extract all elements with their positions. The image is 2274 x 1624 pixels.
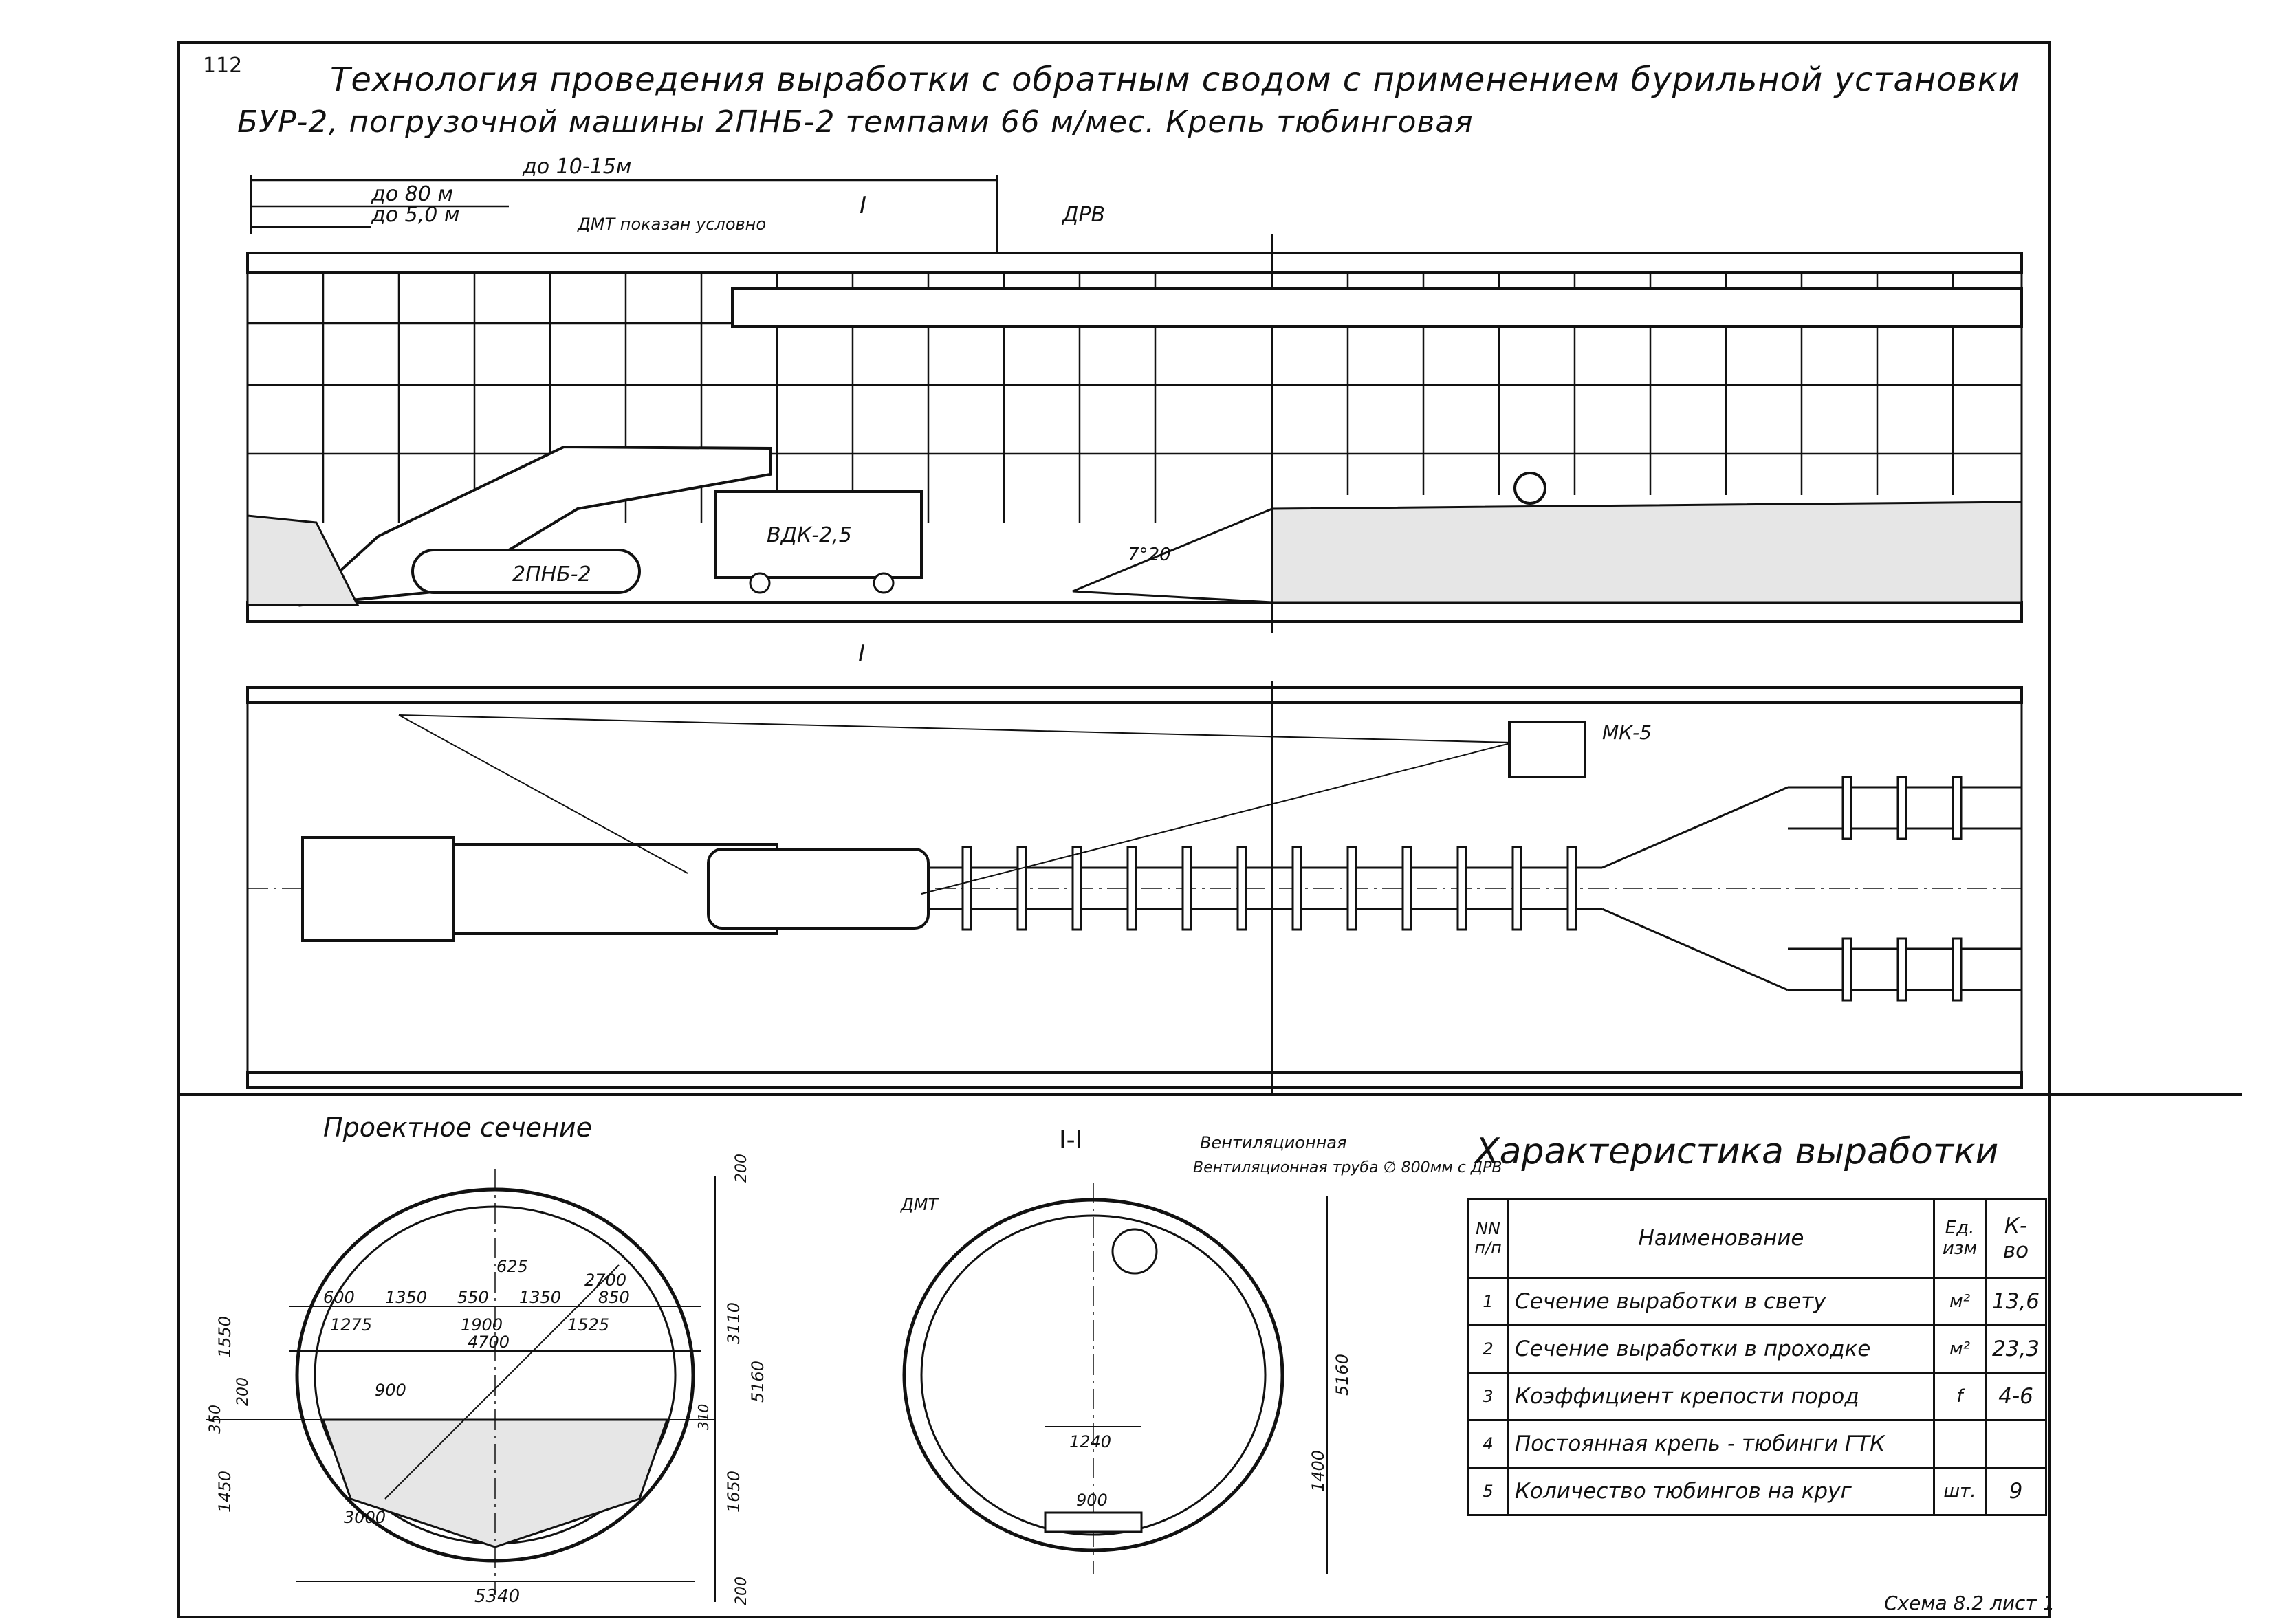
dim-1350-b: 1350 — [519, 1288, 561, 1307]
dim-80: до 80 м — [371, 182, 453, 206]
header-num: NN п/п — [1467, 1198, 1509, 1279]
table-row: 2 Сечение выработки в проходке м² 23,3 — [1467, 1324, 2048, 1374]
row-value: 4-6 — [1984, 1372, 2048, 1421]
row-value: 13,6 — [1984, 1277, 2048, 1326]
dim-50: до 5,0 м — [371, 203, 460, 227]
dim-4700: 4700 — [468, 1332, 510, 1352]
vent-pipe — [1111, 1228, 1158, 1275]
mk5-label: МК-5 — [1602, 721, 1652, 744]
dim-625: 625 — [496, 1257, 528, 1276]
row-value: 23,3 — [1984, 1324, 2048, 1374]
project-section: 600 1350 550 1350 850 1275 1900 1525 470… — [206, 1154, 767, 1607]
title-line-1: Технология проведения выработки с обратн… — [330, 61, 2020, 99]
ramp — [1072, 507, 1273, 604]
dim-600: 600 — [323, 1288, 355, 1307]
dim-1550: 1550 — [215, 1316, 234, 1358]
row-name: Постоянная крепь - тюбинги ГТК — [1507, 1419, 1935, 1469]
row-name: Коэффициент крепости пород — [1507, 1372, 1935, 1421]
page-number: 112 — [203, 54, 243, 78]
dmt-note: ДМТ показан условно — [577, 215, 766, 234]
dim-200-a: 200 — [234, 1377, 252, 1406]
dim-5160: 5160 — [748, 1361, 767, 1403]
dim-3110: 3110 — [724, 1302, 743, 1344]
dim-1450: 1450 — [215, 1471, 234, 1513]
row-name: Сечение выработки в проходке — [1507, 1324, 1935, 1374]
project-section-title: Проектное сечение — [323, 1112, 592, 1143]
row-num: 3 — [1467, 1372, 1509, 1421]
row-num: 2 — [1467, 1324, 1509, 1374]
rock-muck — [1271, 501, 2023, 604]
table-row: 4 Постоянная крепь - тюбинги ГТК — [1467, 1419, 2048, 1469]
row-unit — [1933, 1419, 1987, 1469]
dim-5160-ii: 5160 — [1333, 1354, 1352, 1396]
dim-5340: 5340 — [474, 1586, 520, 1607]
row-value — [1984, 1419, 2048, 1469]
dim-1900: 1900 — [461, 1315, 503, 1335]
loader-track — [411, 549, 641, 594]
vent-note-1: Вентиляционная — [1200, 1133, 1346, 1152]
section-I-I-title: I-I — [1059, 1126, 1083, 1154]
loader-label: 2ПНБ-2 — [512, 562, 591, 586]
vent-note: Вентиляционная труба ∅ 800мм с ДРВ — [1193, 1159, 1502, 1176]
row-num: 4 — [1467, 1419, 1509, 1469]
characteristics-table: NN п/п Наименование Ед. изм К-во 1 Сечен… — [1467, 1198, 2048, 1516]
vdk-wagon — [714, 490, 923, 579]
slope-label: 7°20 — [1128, 545, 1171, 565]
dim-3000: 3000 — [344, 1508, 386, 1527]
dim-1525: 1525 — [567, 1315, 609, 1335]
dim-200-c: 200 — [733, 1577, 750, 1605]
table-header-row: NN п/п Наименование Ед. изм К-во — [1467, 1198, 2048, 1279]
rock-face — [246, 514, 360, 606]
table-row: 3 Коэффициент крепости пород f 4-6 — [1467, 1372, 2048, 1421]
row-name: Количество тюбингов на круг — [1507, 1467, 1935, 1516]
dim-350: 350 — [207, 1405, 224, 1434]
dim-10-15: до 10-15м — [522, 155, 631, 179]
mk5-winch — [1508, 721, 1586, 778]
row-value: 9 — [1984, 1467, 2048, 1516]
characteristics-title: Характеристика выработки — [1475, 1131, 1999, 1172]
dim-1275: 1275 — [330, 1315, 372, 1335]
car-plan — [707, 848, 930, 930]
row-unit: f — [1933, 1372, 1987, 1421]
section-mark-bottom: I — [858, 640, 865, 668]
section-mark-top: I — [860, 192, 866, 219]
ventilation-duct — [731, 287, 2023, 328]
dim-1350-a: 1350 — [385, 1288, 427, 1307]
winch-icon — [1513, 472, 1546, 505]
row-unit: м² — [1933, 1324, 1987, 1374]
row-num: 5 — [1467, 1467, 1509, 1516]
header-value: К-во — [1984, 1198, 2048, 1279]
tunnel-plan: МК-5 — [246, 681, 2023, 1093]
dim-900-ii: 900 — [1076, 1491, 1108, 1510]
dim-850: 850 — [598, 1288, 630, 1307]
header-unit: Ед. изм — [1933, 1198, 1987, 1279]
dim-200-b: 200 — [733, 1154, 750, 1183]
title-line-2: БУР-2, погрузочной машины 2ПНБ-2 темпами… — [237, 105, 1474, 140]
dim-1650: 1650 — [724, 1471, 743, 1513]
vdk-label: ВДК-2,5 — [767, 523, 852, 547]
header-name: Наименование — [1507, 1198, 1935, 1279]
dmt-label: ДМТ — [900, 1195, 939, 1214]
table-row: 1 Сечение выработки в свету м² 13,6 — [1467, 1277, 2048, 1326]
dim-2700: 2700 — [584, 1271, 626, 1290]
row-num: 1 — [1467, 1277, 1509, 1326]
dim-550: 550 — [457, 1288, 489, 1307]
sheet-stamp: Схема 8.2 лист 1 — [1884, 1592, 2055, 1614]
section-I-I: Вентиляционная Вентиляционная труба ∅ 80… — [900, 1133, 1502, 1574]
dim-1240: 1240 — [1069, 1432, 1111, 1451]
dim-1400: 1400 — [1309, 1450, 1328, 1492]
loader-plan — [301, 836, 455, 942]
longitudinal-profile: до 10-15м до 80 м до 5,0 м ДМТ показан у… — [246, 155, 2023, 668]
dim-900: 900 — [375, 1381, 406, 1400]
row-name: Сечение выработки в свету — [1507, 1277, 1935, 1326]
row-unit: м² — [1933, 1277, 1987, 1326]
table-row: 5 Количество тюбингов на круг шт. 9 — [1467, 1467, 2048, 1516]
drv-label: ДРВ — [1061, 203, 1105, 227]
sheet-frame — [177, 41, 2051, 1618]
dim-310: 310 — [695, 1404, 712, 1430]
row-unit: шт. — [1933, 1467, 1987, 1516]
